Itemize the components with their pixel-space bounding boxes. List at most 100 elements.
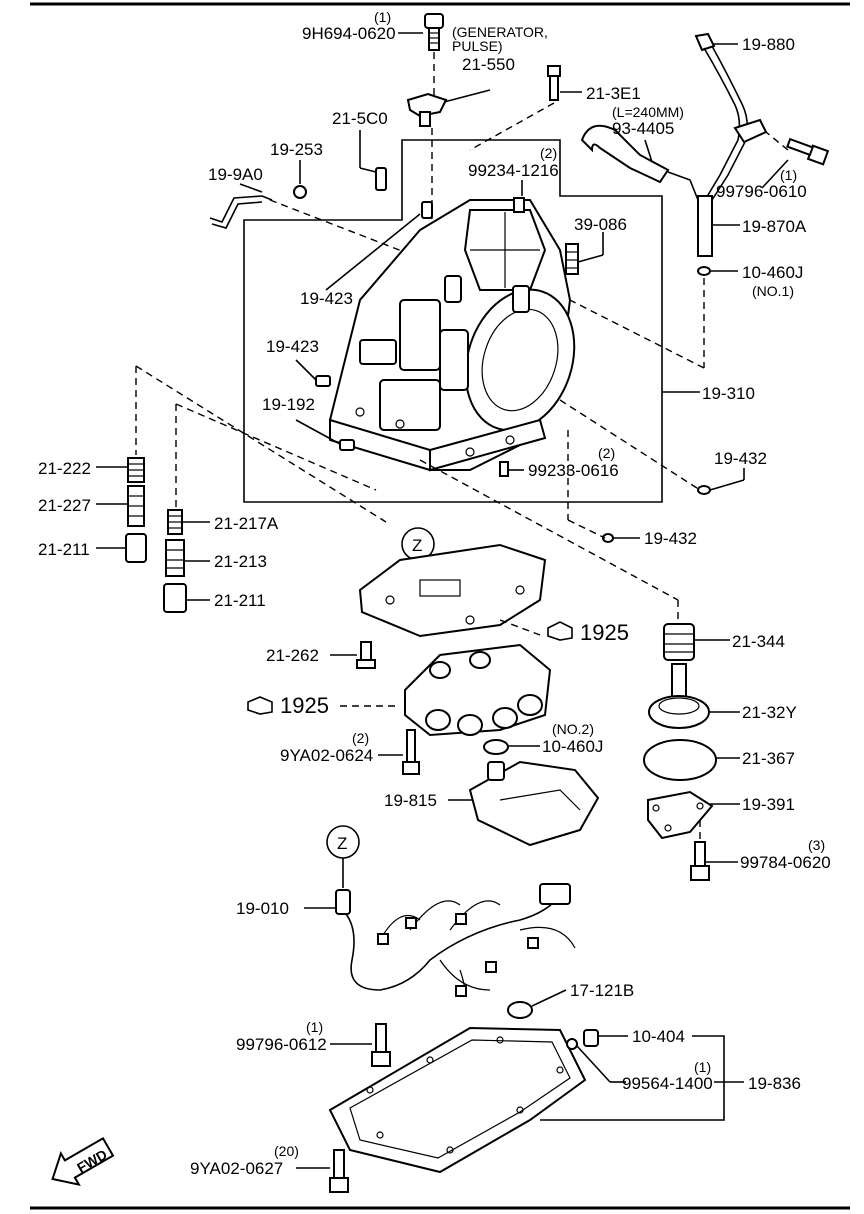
label-19-010: 19-010 [236,899,289,918]
label-21-211-a: 21-211 [38,540,90,559]
cover-19-391 [647,790,714,840]
label-19-423-b: 19-423 [266,337,319,356]
wiring-harness-19-010 [335,883,576,997]
label-99234-1216: 99234-1216 [468,161,559,180]
label-9h694-qty: (1) [374,9,391,25]
label-21-32y: 21-32Y [742,703,797,722]
label-pulse: PULSE) [452,38,503,54]
label-21-5c0: 21-5C0 [332,109,388,128]
label-9ya02-0627-qty: (20) [274,1143,299,1159]
label-9ya02-0624: 9YA02-0624 [280,746,373,765]
bolt-9h694-0620 [424,13,444,51]
hand-arrow-1925-a [547,621,573,641]
label-99796-0612-qty: (1) [306,1019,323,1035]
label-99234-qty: (2) [540,145,557,161]
label-19-310: 19-310 [702,384,755,403]
bolt-21-3e1 [547,65,561,101]
hose-93-4405 [580,124,670,184]
label-19-253: 19-253 [270,140,323,159]
plug-21-211-b [163,583,187,613]
label-19-836: 19-836 [748,1074,801,1093]
gasket-99564-1400 [566,1038,578,1050]
label-19-423-a: 19-423 [300,289,353,308]
plug-19-253 [293,185,307,199]
strainer-19-815 [468,760,600,847]
label-z-bottom: Z [337,834,347,853]
fwd-direction-arrow [51,1136,115,1187]
label-93-4405: 93-4405 [612,119,674,138]
bolt-9ya02-0627 [329,1149,349,1193]
label-length: (L=240MM) [612,104,684,120]
label-19-880: 19-880 [742,35,795,54]
bolt-21-262 [356,641,376,669]
label-21-222: 21-222 [38,459,91,478]
label-99796-0610-qty: (1) [780,167,797,183]
piston-21-32y [648,663,710,729]
label-19-192: 19-192 [262,395,315,414]
plug-99234-1216 [513,197,525,213]
bolt-99796-0610 [786,137,830,166]
pipe-19-9a0 [209,195,273,229]
plug-21-211-a [125,533,147,563]
valve-21-227 [127,485,145,527]
housing-callout-box [243,139,663,503]
label-1925-b: 1925 [280,693,329,718]
label-10-460j-a: 10-460J [742,263,803,282]
plug-19-423-top [421,201,433,219]
label-19-870a: 19-870A [742,217,807,236]
label-generator: (GENERATOR, [452,24,548,40]
seal-21-367 [643,739,717,781]
label-99233-qty: (2) [598,445,615,461]
pin-21-5c0 [375,167,387,191]
label-21-367: 21-367 [742,749,795,768]
hand-arrow-1925-b [247,696,273,715]
bolt-99784-0620 [690,841,710,881]
label-21-262: 21-262 [266,646,319,665]
spring-39-086 [565,243,579,275]
label-99564-qty: (1) [694,1059,711,1075]
label-z-top: Z [412,536,422,555]
label-21-217a: 21-217A [214,514,279,533]
valve-21-213 [165,539,185,577]
label-9h694-0620: 9H694-0620 [302,24,396,43]
label-19-432-b: 19-432 [644,529,697,548]
label-19-9a0: 19-9A0 [208,165,263,184]
pin-99233-0616 [499,461,509,477]
seal-17-121b [507,1001,533,1019]
label-39-086: 39-086 [574,215,627,234]
pulse-generator-21-550 [406,92,448,127]
label-21-227: 21-227 [38,496,91,515]
oil-pan-19-836 [328,1026,587,1174]
label-99796-0610: 99796-0610 [716,182,807,201]
label-99796-0612: 99796-0612 [236,1035,327,1054]
o-ring-19-432-a [697,485,711,495]
label-10-404: 10-404 [632,1027,685,1046]
label-9ya02-0624-qty: (2) [352,730,369,746]
label-1925-a: 1925 [580,620,629,645]
label-99784-qty: (3) [808,837,825,853]
spring-21-344 [663,623,695,661]
spring-21-222 [127,457,145,483]
bolt-99796-0612 [371,1023,391,1067]
label-10-460j-b: 10-460J [542,737,603,756]
o-ring-10-460j-no1 [697,266,711,276]
label-21-213: 21-213 [214,552,267,571]
o-ring-10-460j-no2 [483,739,509,755]
label-99233-0616: 99233-0616 [528,461,619,480]
separator-plate [358,543,547,638]
label-21-550: 21-550 [462,55,515,74]
dipstick-tube-19-870a [667,32,768,257]
valve-body-main [404,643,552,737]
plug-19-423-mid [315,375,331,387]
label-99564-1400: 99564-1400 [622,1074,713,1093]
transmission-case-19-310 [328,199,576,472]
drain-plug-10-404 [583,1029,599,1047]
label-21-344: 21-344 [732,632,785,651]
label-no2: (NO.2) [552,721,594,737]
label-19-391: 19-391 [742,795,795,814]
bolt-9ya02-0624 [402,729,420,775]
label-21-211-b: 21-211 [214,591,266,610]
label-17-121b: 17-121B [570,981,634,1000]
label-19-815: 19-815 [384,791,437,810]
